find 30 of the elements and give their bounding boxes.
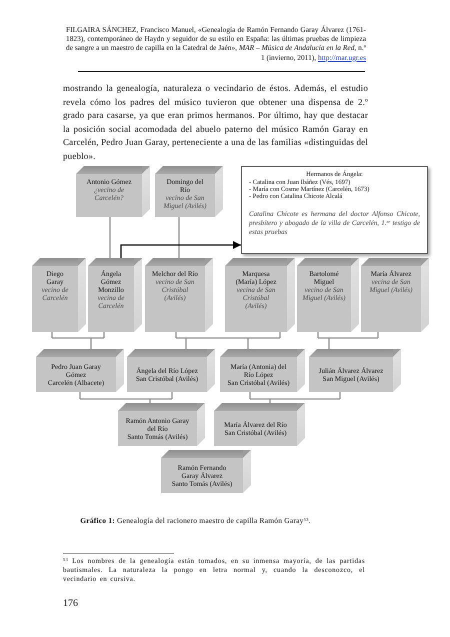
person-box [214, 403, 305, 446]
person-box [127, 349, 215, 392]
note-box [241, 166, 428, 254]
person-box [297, 258, 359, 332]
person-box [309, 349, 401, 392]
connector-line [249, 391, 341, 400]
person-box [225, 258, 295, 332]
person-box [76, 166, 150, 217]
person-box [145, 258, 213, 332]
connector-line [185, 338, 187, 349]
arrow [120, 241, 241, 258]
person-box [161, 450, 251, 493]
connector-line [79, 391, 173, 400]
connector-line [178, 217, 180, 258]
connector-line [247, 338, 249, 349]
person-box [36, 349, 124, 392]
connector-line [328, 338, 330, 349]
person-box [361, 258, 429, 332]
person-box [155, 166, 223, 217]
connector-line [90, 338, 92, 349]
connector-line [109, 217, 111, 258]
connector-line [51, 331, 105, 339]
person-box [88, 258, 142, 332]
connector-line [317, 331, 379, 339]
person-box [220, 349, 305, 392]
connector-line [175, 331, 281, 339]
body-paragraph: mostrando la genealogía, naturaleza o vecindario de éstos. Además, el estudio revela cómo los padres del músico tuvieron que obtener una dispensa de 2.º grado para casarse, ya que eran primos hermanos. Por último, hay que destacar la posición social acomodada del abuelo paterno del músico Ramón Garay en Carcelén, Pedro Juan Garay, perteneciente a una de las familias «distinguidas del pueblo». [63, 82, 368, 163]
page-number: 176 [63, 598, 78, 610]
person-box [118, 403, 205, 446]
person-box [32, 258, 86, 332]
